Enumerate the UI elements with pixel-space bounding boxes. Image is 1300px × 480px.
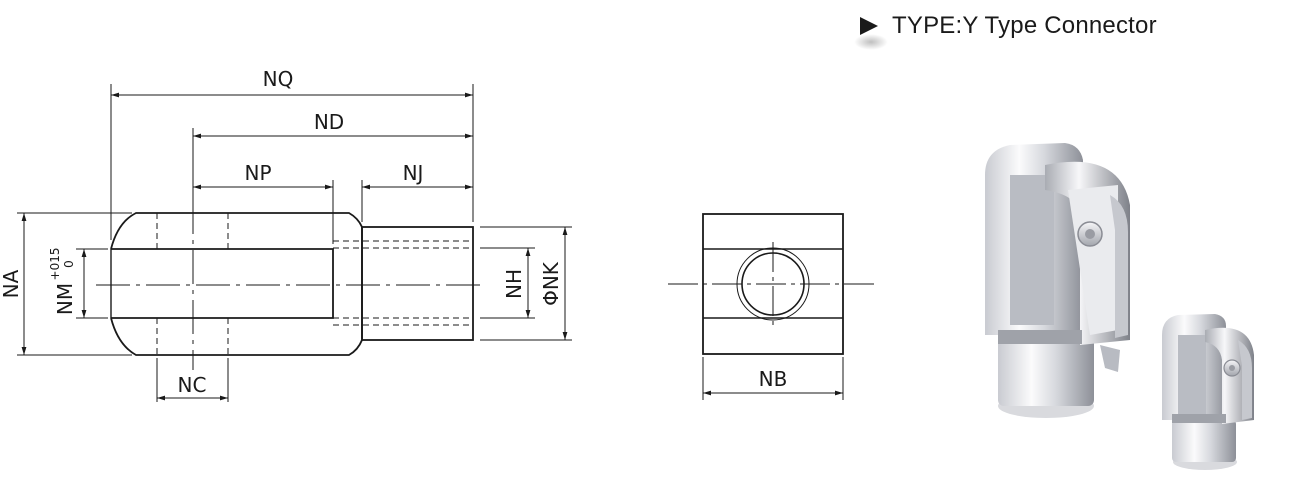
label-nc: NC <box>178 373 207 397</box>
play-triangle-icon <box>860 17 878 35</box>
clevis-body-outline <box>110 212 363 356</box>
page-title: TYPE:Y Type Connector <box>892 12 1157 39</box>
label-na: NA <box>0 269 23 298</box>
page-header: TYPE:Y Type Connector <box>854 8 1157 50</box>
y-type-connector-photo <box>985 143 1254 470</box>
small-connector <box>1162 314 1254 470</box>
label-np: NP <box>244 161 271 185</box>
label-nm: NM <box>53 283 77 315</box>
large-connector <box>985 143 1130 418</box>
label-nm-tol-lower: 0 <box>62 260 76 268</box>
end-center-lines <box>668 242 878 326</box>
dimension-lines <box>21 92 568 401</box>
slot-outline <box>111 248 334 319</box>
label-nj: NJ <box>403 161 424 185</box>
label-nk: ΦNK <box>539 261 563 306</box>
label-nb: NB <box>759 367 788 391</box>
label-nm-tol-upper: +015 <box>48 248 62 281</box>
label-nh: NH <box>502 269 526 299</box>
label-nq: NQ <box>263 67 294 91</box>
hidden-thread-lines <box>156 213 473 355</box>
bullet-shadow <box>854 34 888 50</box>
side-center-lines <box>96 200 485 370</box>
label-nd: ND <box>314 110 344 134</box>
end-view <box>668 213 878 400</box>
side-view <box>17 84 572 402</box>
shank-outline <box>361 226 474 341</box>
